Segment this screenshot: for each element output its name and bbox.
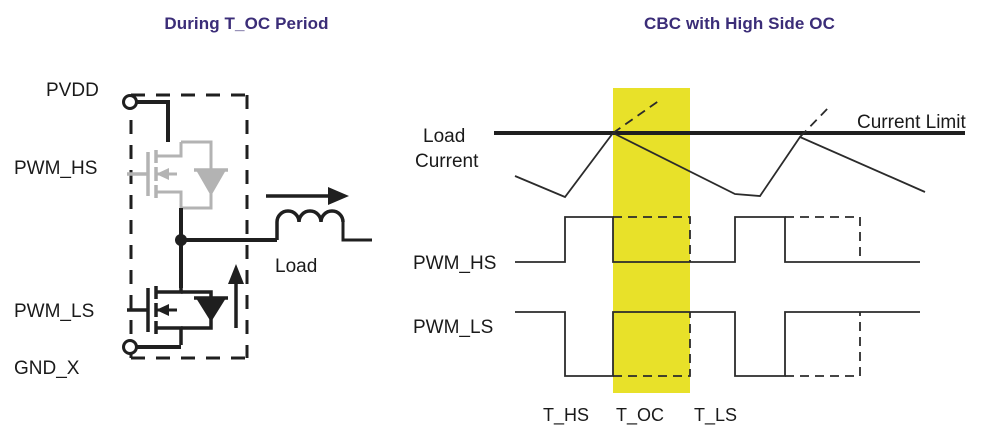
label-timing-pwm-hs: PWM_HS [413,253,496,274]
ls-source-lead [156,326,183,345]
label-load: Load [275,256,317,277]
hs-drain-lead [156,142,183,158]
right-panel-title: CBC with High Side OC [644,14,835,33]
right-panel-timing: CBC with High Side OC [413,0,986,433]
load-current-waveform [514,131,926,199]
label-pwm-ls: PWM_LS [14,301,94,322]
circuit-schematic-svg: PVDD PWM_HS PWM_LS GND_X Load [14,80,372,379]
hs-body-arrow [156,168,169,180]
ls-drain-lead [156,288,183,294]
inductor-icon [275,209,372,242]
timing-diagram-svg: Load Current Current Limit PWM_HS PWM_LS… [413,88,966,426]
pvdd-terminal-circle [122,94,138,110]
current-direction-arrow-icon [266,187,349,205]
tick-label-t-oc: T_OC [616,405,664,426]
mosfet-low-side-icon [127,286,228,345]
freewheel-current-arrow-icon [228,264,244,328]
pwm-ls-nominal-dashed-1 [613,312,691,377]
hs-source-lead [156,190,183,208]
label-gnd-x: GND_X [14,358,80,379]
label-pwm-hs: PWM_HS [14,158,97,179]
pvdd-wire [137,100,170,142]
label-current-limit: Current Limit [857,112,966,133]
left-panel-title: During T_OC Period [164,14,329,33]
pwm-hs-nominal-dashed-1 [613,216,691,262]
label-timing-pwm-ls: PWM_LS [413,317,493,338]
left-panel-circuit: During T_OC Period [14,14,372,379]
pwm-ls-nominal-dashed-2 [785,312,861,377]
freewheel-arrow-head [228,264,244,284]
load-arrow-head [328,187,349,205]
ls-diode-triangle [196,298,226,322]
mosfet-high-side-icon [127,140,228,210]
load-current-clipped-dashed-2 [799,105,831,138]
pwm-hs-waveform [515,216,920,263]
pwm-ls-waveform [515,311,920,377]
inductor-coils [275,209,345,223]
inductor-lead-right [341,222,372,242]
load-current-clipped-dashed-1 [612,99,661,134]
hs-diode-triangle [196,170,226,196]
label-load-current-line1: Load [423,126,465,147]
tick-label-t-hs: T_HS [543,405,589,426]
tick-label-t-ls: T_LS [694,405,737,426]
gndx-terminal-circle [122,339,138,355]
pwm-hs-nominal-dashed-2 [785,216,861,262]
label-pvdd: PVDD [46,80,99,101]
label-load-current-line2: Current [415,151,479,172]
ls-body-arrow [156,304,169,316]
